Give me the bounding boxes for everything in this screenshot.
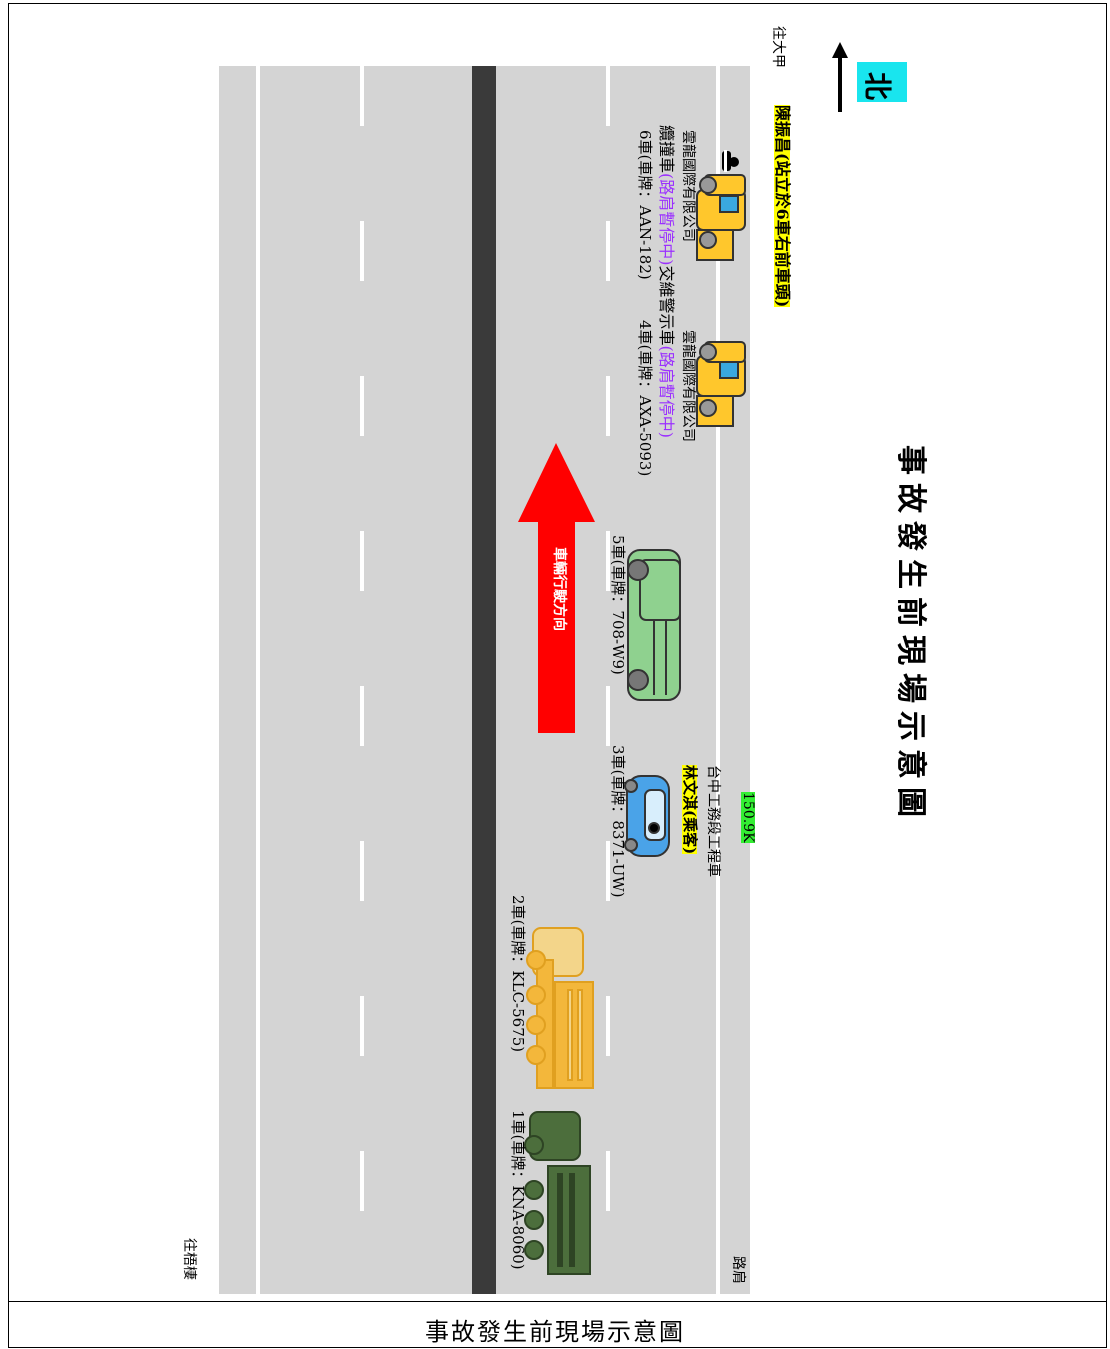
- vehicle-6-tow-truck: [696, 174, 746, 261]
- vehicle-4-plate: 4車(車牌：AXA-5093): [636, 320, 654, 477]
- vehicle-3-car: [624, 775, 670, 857]
- vehicle-3-plate: 3車(車牌：8371-UW): [609, 745, 627, 898]
- vehicle-1-plate: 1車(車牌：KNA-8060): [509, 1110, 527, 1270]
- person-icon: [722, 150, 739, 172]
- person-chen-label: 陳振昌(站立於6車右前車頭): [773, 105, 792, 308]
- figure-caption: 事故發生前現場示意圖: [425, 1318, 685, 1346]
- caption-divider: [8, 1301, 1107, 1302]
- milepost-label: 150.9K: [740, 792, 756, 843]
- vehicle-4-owner: 雲龍國際有限公司: [680, 330, 696, 442]
- vehicle-5-pickup: [627, 549, 681, 701]
- direction-bottom: 往梧棲: [181, 1238, 197, 1280]
- diagram-frame: [8, 3, 1107, 1348]
- travel-direction-label: 車輛行駛方向: [551, 547, 567, 631]
- median-barrier: [472, 66, 496, 1294]
- vehicle-2-dump-truck: [526, 927, 594, 1089]
- shoulder-label: 路肩: [730, 1256, 746, 1284]
- vehicle-6-plate: 6車(車牌：AAN-182): [636, 130, 654, 280]
- travel-direction-arrow: [518, 443, 595, 733]
- vehicle-6-owner: 雲龍國際有限公司: [680, 130, 696, 242]
- vehicle-3-owner: 台中工務段工程車: [705, 765, 721, 877]
- vehicle-5-plate: 5車(車牌：708-W9): [609, 535, 627, 675]
- direction-top: 往大甲: [770, 26, 786, 68]
- vehicle-1-truck: [524, 1111, 591, 1275]
- person-lin-label: 林文淇(乘客): [681, 765, 699, 855]
- north-arrow-icon: [832, 42, 848, 112]
- diagram-title: 事故發生前現場示意圖: [893, 445, 928, 825]
- vehicle-6-type: 纜撞車(路肩暫停中)交維警示車(路肩暫停中): [657, 125, 676, 439]
- vehicle-4-warning-truck: [696, 341, 746, 427]
- north-label: 北: [857, 62, 907, 102]
- vehicle-2-plate: 2車(車牌：KLC-5675): [509, 895, 527, 1053]
